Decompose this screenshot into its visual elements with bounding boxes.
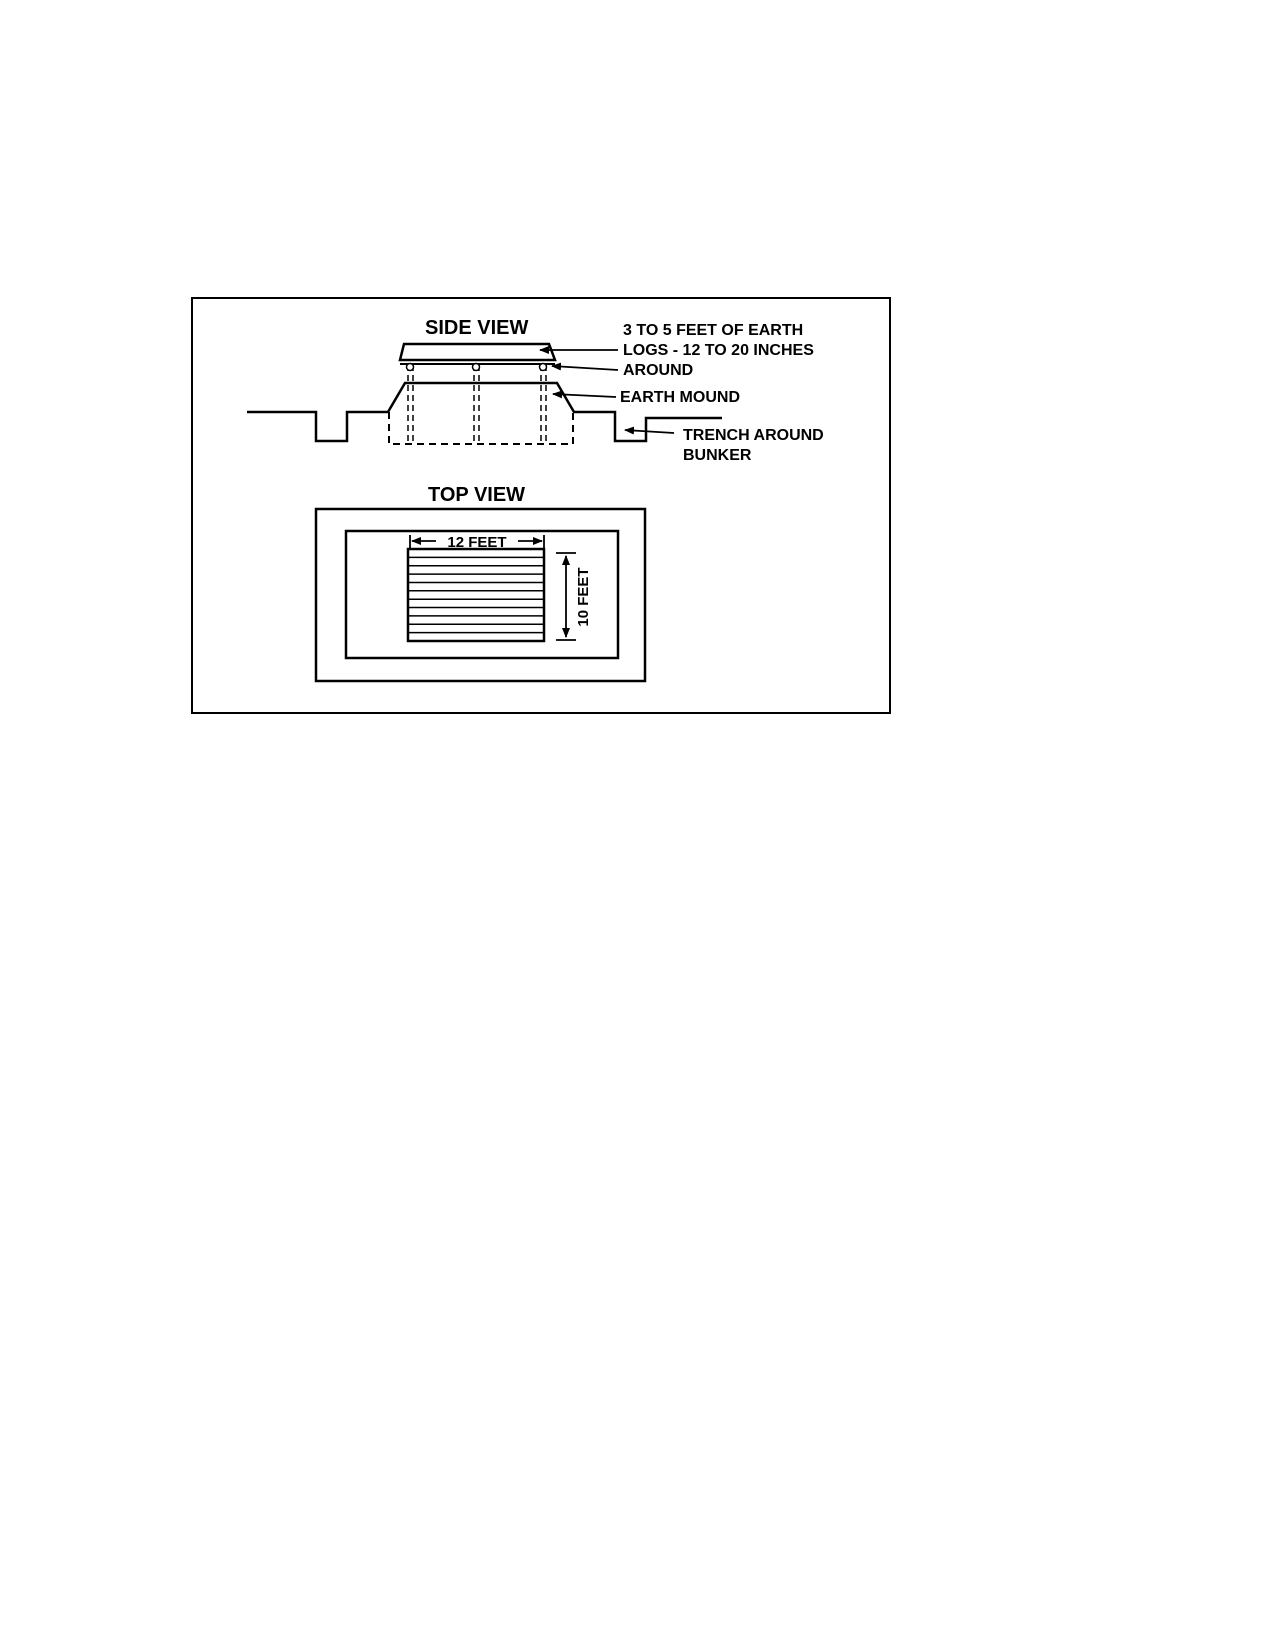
trench-outline (314, 507, 647, 683)
earth-mound-leader (552, 390, 617, 399)
support-posts (407, 365, 547, 444)
top-view: TOP VIEW 12 FEET 10 FEET (314, 484, 647, 683)
earth-cover-label: 3 TO 5 FEET OF EARTH (623, 322, 803, 339)
mound-outline (344, 529, 620, 660)
logs-leader (551, 362, 619, 371)
trench-leader (624, 426, 675, 435)
earth-mound-label: EARTH MOUND (620, 389, 740, 406)
side-view: SIDE VIEW 3 TO 5 FEET OF EARTH (247, 317, 824, 464)
log-ends (405, 362, 548, 372)
ground-profile (247, 381, 722, 443)
logs-label-line2: AROUND (623, 362, 693, 379)
height-dimension-label: 10 FEET (575, 567, 592, 626)
log-roof (406, 547, 546, 643)
side-view-title: SIDE VIEW (425, 317, 528, 339)
logs-label-line1: LOGS - 12 TO 20 INCHES (623, 342, 814, 359)
figure-frame (191, 297, 891, 714)
earth-cover-slab (398, 342, 557, 362)
bunker-excavation-outline (388, 412, 574, 445)
trench-label-line1: TRENCH AROUND (683, 427, 824, 444)
top-view-title: TOP VIEW (428, 484, 525, 506)
trench-label-line2: BUNKER (683, 447, 752, 464)
width-dimension-label: 12 FEET (447, 534, 506, 551)
roof-log-lines (408, 556, 544, 634)
